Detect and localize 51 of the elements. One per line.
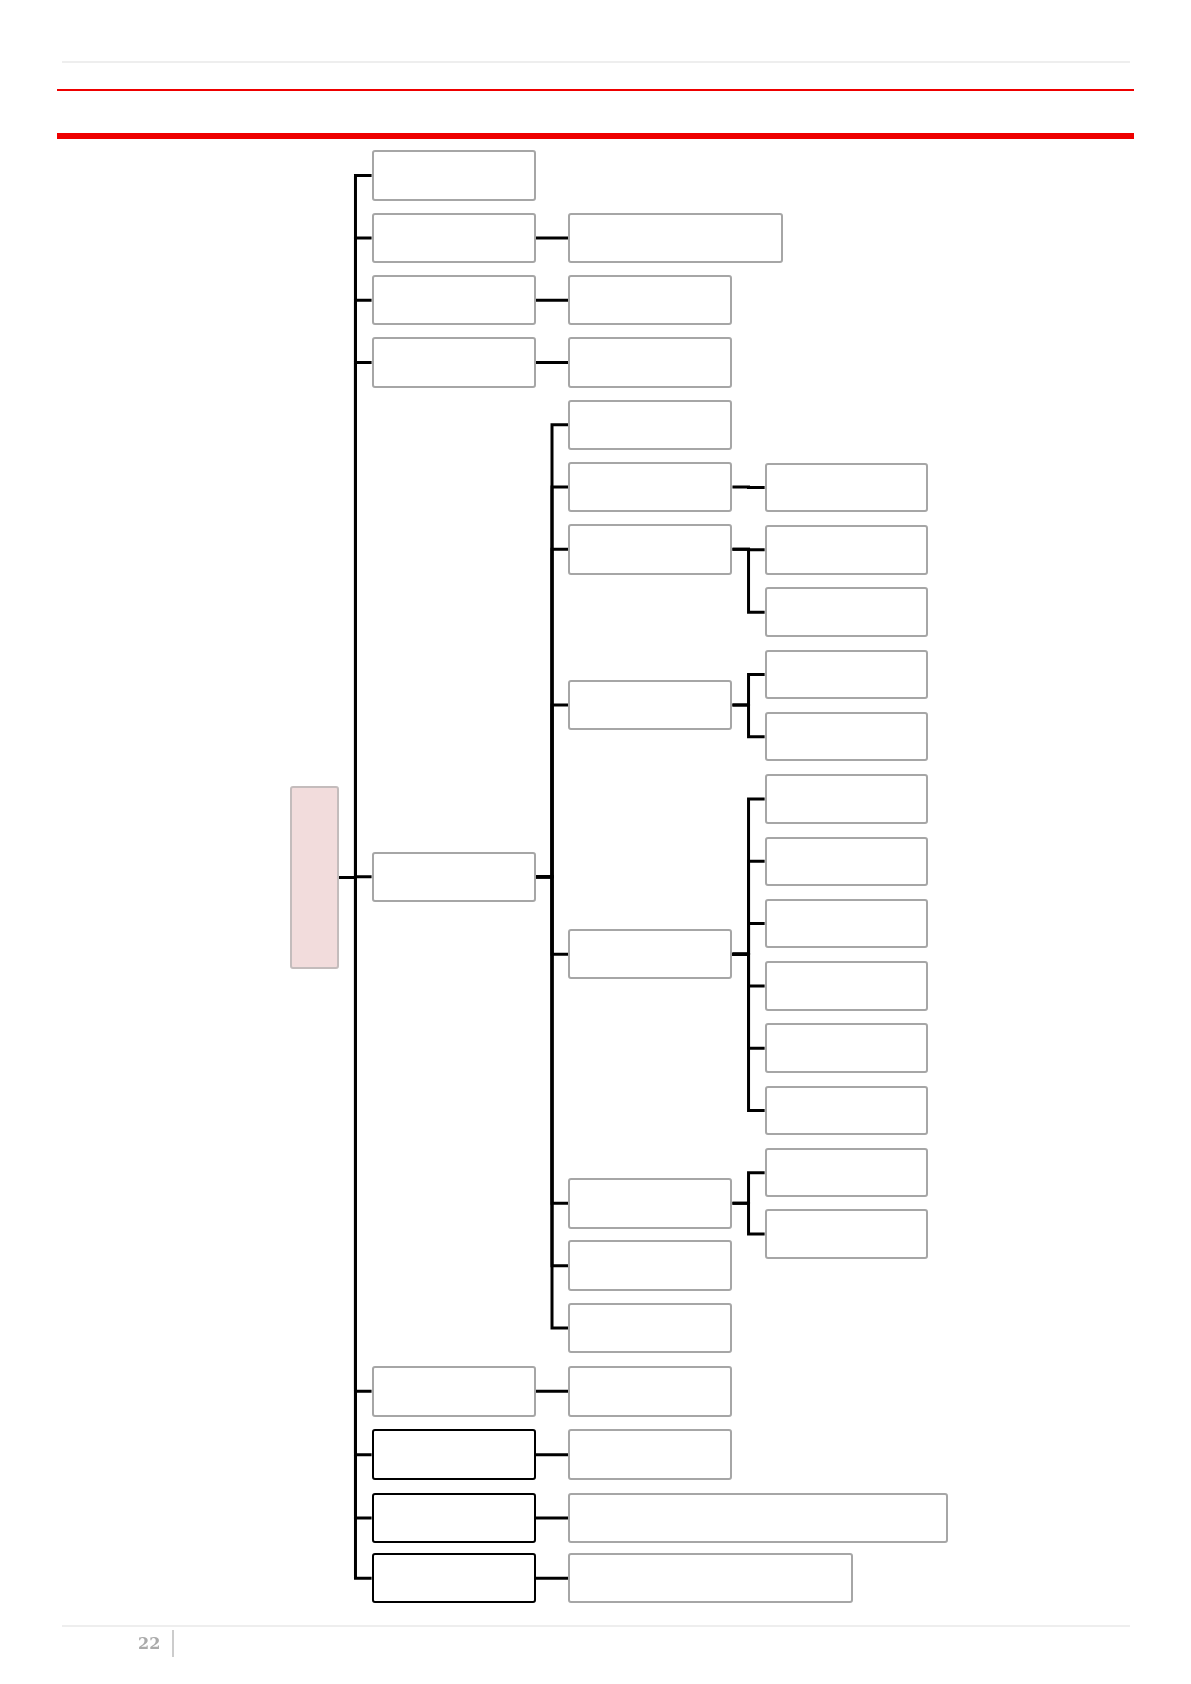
tree-box [371, 212, 536, 264]
root-box [289, 786, 340, 969]
tree-box [568, 524, 733, 575]
tree-box [764, 1085, 928, 1136]
tree-box [568, 1552, 853, 1604]
tree-box [764, 649, 928, 700]
tree-box [568, 399, 733, 450]
connector-line [535, 360, 569, 364]
tree-box [371, 337, 536, 388]
connector-line [732, 1201, 765, 1236]
tree-box [764, 961, 928, 1011]
connector-line [535, 1389, 569, 1393]
tree-box [568, 1178, 733, 1229]
connector-line [535, 298, 569, 302]
tree-box [371, 274, 536, 326]
tree-box [371, 1366, 536, 1417]
tree-box [764, 1148, 928, 1198]
tree-box [568, 274, 733, 326]
page-number: 22 [138, 1634, 161, 1653]
tree-box [764, 712, 928, 762]
tree-box [371, 1552, 536, 1604]
tree-box [764, 1023, 928, 1073]
connector-line [535, 1516, 569, 1520]
tree-box [568, 212, 783, 264]
tree-box [568, 461, 733, 513]
tree-box [764, 525, 928, 575]
tree-box [568, 1302, 733, 1354]
tree-box [764, 774, 928, 824]
tree-box [568, 337, 733, 388]
tree-box [371, 851, 536, 903]
tree-box [568, 1240, 733, 1291]
connector-line [535, 1576, 569, 1580]
connector-line [732, 952, 765, 1112]
tree-box [568, 1429, 733, 1480]
tree-box [371, 1429, 536, 1480]
tree-box [568, 679, 733, 731]
tree-box [764, 836, 928, 886]
connector-line [535, 236, 569, 240]
tree-box [764, 898, 928, 949]
tree-box [764, 462, 928, 513]
connector-line [732, 547, 765, 614]
connector-line [732, 703, 765, 739]
tree-box [568, 1366, 733, 1417]
tree-box [371, 150, 536, 201]
connector-line [732, 485, 765, 490]
tree-box [568, 928, 733, 980]
tree-box [764, 587, 928, 637]
tree-box [764, 1209, 928, 1259]
tree-box [568, 1492, 949, 1544]
connector-line [535, 1453, 569, 1457]
tree-box [371, 1492, 536, 1544]
